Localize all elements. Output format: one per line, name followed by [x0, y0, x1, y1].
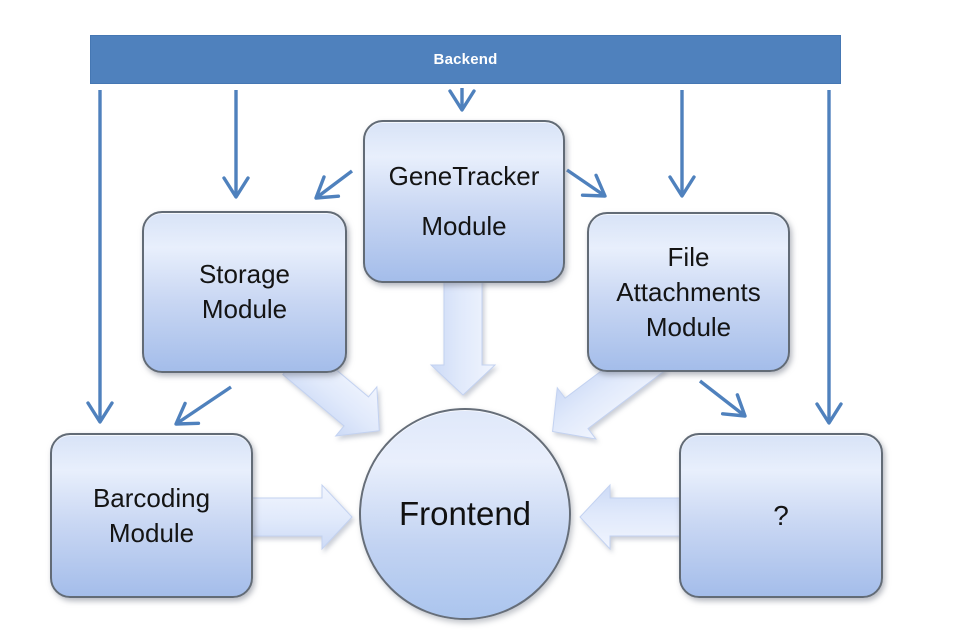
arrow-genetracker-to-storage: [314, 169, 354, 200]
barcoding-module-node: Barcoding Module: [50, 433, 253, 598]
storage-label-line1: Storage: [198, 259, 291, 289]
barcoding-label-line1: Barcoding: [92, 482, 211, 513]
storage-module-node: Storage Module: [142, 211, 347, 373]
unknown-module-node: ?: [679, 433, 883, 598]
block-arrow-barcoding-to-frontend: [248, 483, 353, 551]
backend-label: Backend: [433, 51, 498, 68]
block-arrow-unknown-to-frontend: [579, 483, 685, 551]
block-arrow-genetracker-to-frontend: [429, 274, 497, 396]
file-attachments-module-node: File Attachments Module: [587, 212, 790, 372]
file-attachments-label-line2: Attachments: [616, 276, 761, 307]
arrow-genetracker-to-fileattachments: [566, 168, 607, 198]
arrow-fileattachments-to-unknown: [698, 379, 747, 418]
genetracker-label-line2: Module: [421, 211, 507, 241]
arrow-storage-to-barcoding: [174, 385, 232, 426]
file-attachments-label-line3: Module: [645, 311, 732, 342]
frontend-node: Frontend: [359, 408, 571, 620]
storage-label-line2: Module: [201, 294, 288, 324]
genetracker-label-line1: GeneTracker: [388, 161, 540, 191]
frontend-label: Frontend: [398, 495, 532, 532]
file-attachments-label-line1: File: [667, 241, 710, 272]
genetracker-module-node: GeneTracker Module: [363, 120, 565, 283]
barcoding-label-line2: Module: [108, 517, 195, 548]
unknown-label: ?: [773, 500, 789, 531]
backend-node: Backend: [90, 35, 841, 84]
